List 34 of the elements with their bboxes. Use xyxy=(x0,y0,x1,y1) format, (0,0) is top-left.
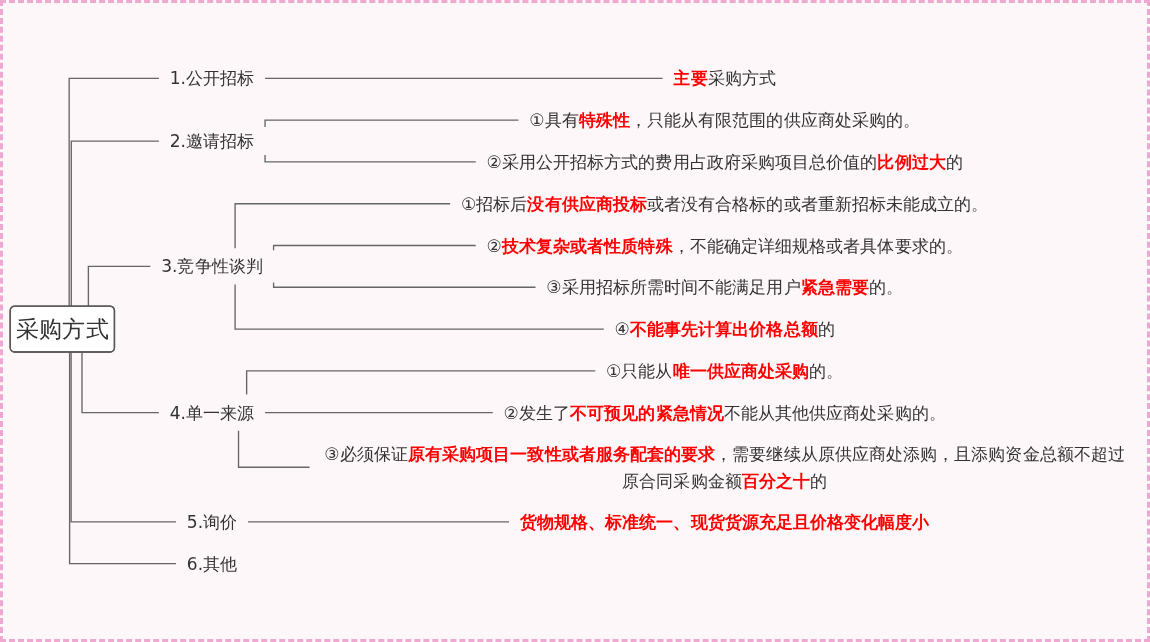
node-text: ③采用招标所需时间不能满足用户紧急需要的。 xyxy=(546,277,904,297)
node-text: 4.单一来源 xyxy=(169,402,255,423)
connector xyxy=(68,351,177,565)
connector xyxy=(81,351,160,414)
node-text: 1.公开招标 xyxy=(169,68,255,89)
node-text: 货物规格、标准统一、现货货源充足且价格变化幅度小 xyxy=(519,511,930,532)
node-text: ④不能事先计算出价格总额的 xyxy=(614,318,835,339)
node-text: ①招标后没有供应商投标或者没有合格标的或者重新招标未能成立的。 xyxy=(460,193,989,214)
node-text: 6.其他 xyxy=(186,553,238,574)
connector xyxy=(264,119,520,128)
connector xyxy=(264,77,664,80)
connector xyxy=(234,283,605,330)
connector xyxy=(87,265,152,308)
node-text: ②发生了不可预见的紧急情况不能从其他供应商处采购的。 xyxy=(503,402,946,423)
connector xyxy=(70,351,177,523)
connector xyxy=(264,154,477,163)
connector xyxy=(234,203,451,249)
node-text: 主要采购方式 xyxy=(673,68,776,89)
node-text: 2.邀请招标 xyxy=(169,130,255,151)
connector xyxy=(272,281,537,288)
connector xyxy=(247,521,510,523)
connector xyxy=(68,77,160,308)
node-text: ②采用公开招标方式的费用占政府采购项目总价值的比例过大的 xyxy=(486,151,963,172)
node-text: ①只能从唯一供应商处采购的。 xyxy=(606,360,844,381)
connector xyxy=(237,430,311,468)
node-text: ③必须保证原有采购项目一致性或者服务配套的要求，需要继续从原供应商处添购，且添购资金总额不超过原合同采购金额百分之十的 xyxy=(324,444,1125,490)
connector xyxy=(70,140,160,308)
connector xyxy=(264,411,494,414)
node-text: 5.询价 xyxy=(186,511,238,532)
node-text: ①具有特殊性，只能从有限范围的供应商处采购的。 xyxy=(529,110,921,130)
connector xyxy=(245,370,596,396)
node-text: ②技术复杂或者性质特殊，不能确定详细规格或者具体要求的。 xyxy=(486,235,963,256)
connector xyxy=(272,244,477,251)
node-text: 3.竞争性谈判 xyxy=(161,256,263,277)
